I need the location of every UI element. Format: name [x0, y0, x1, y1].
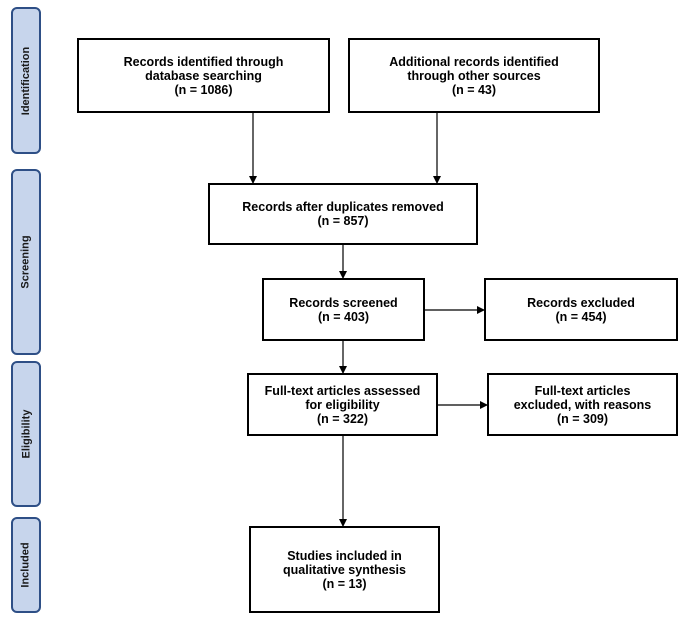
fulltext-assessed-count: (n = 322)	[316, 411, 369, 426]
after-duplicates-count: (n = 857)	[317, 214, 369, 228]
fulltext-excluded-count: (n = 309)	[556, 411, 609, 426]
other-records-count: (n = 43)	[451, 82, 497, 97]
fulltext-assessed-line-1: Full-text articles assessed	[264, 383, 421, 398]
stage-identification: Identification	[11, 7, 41, 154]
database-records-box: Records identified through database sear…	[77, 38, 330, 113]
fulltext-assessed-line-2: for eligibility	[305, 397, 380, 412]
other-records-line-2: through other sources	[407, 68, 541, 83]
included-studies-line-2: qualitative synthesis	[283, 562, 406, 577]
stage-screening: Screening	[11, 169, 41, 355]
stage-included: Included	[11, 517, 41, 613]
fulltext-assessed-box: Full-text articles assessed for eligibil…	[247, 373, 438, 436]
other-records-box: Additional records identified through ot…	[348, 38, 600, 113]
fulltext-excluded-line-2: excluded, with reasons	[513, 397, 652, 412]
fulltext-excluded-box: Full-text articles excluded, with reason…	[487, 373, 678, 436]
after-duplicates-box: Records after duplicates removed (n = 85…	[208, 183, 478, 245]
included-studies-line-1: Studies included in	[287, 548, 402, 563]
included-studies-count: (n = 13)	[322, 576, 367, 591]
excluded-line-1: Records excluded	[527, 295, 635, 310]
other-records-line-1: Additional records identified	[389, 54, 559, 69]
screened-box: Records screened (n = 403)	[262, 278, 425, 341]
stage-eligibility: Eligibility	[11, 361, 41, 507]
screened-line-1: Records screened	[289, 295, 398, 310]
after-duplicates-line-1: Records after duplicates removed	[242, 200, 444, 214]
included-studies-box: Studies included in qualitative synthesi…	[249, 526, 440, 613]
database-records-line-2: database searching	[145, 68, 262, 83]
database-records-line-1: Records identified through	[123, 54, 284, 69]
screened-count: (n = 403)	[317, 309, 370, 324]
excluded-count: (n = 454)	[555, 309, 607, 324]
excluded-box: Records excluded (n = 454)	[484, 278, 678, 341]
database-records-count: (n = 1086)	[174, 82, 233, 97]
fulltext-excluded-line-1: Full-text articles	[534, 383, 631, 398]
